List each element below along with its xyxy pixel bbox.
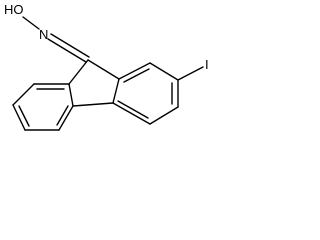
c-i-bond (177, 66, 204, 81)
left-ring-double-2 (18, 105, 30, 127)
c4a-c4b-bond (72, 102, 114, 107)
right-ring-bond-1 (118, 62, 151, 80)
chemical-structure-diagram: HO N I (4, 2, 209, 131)
right-ring-bond-5 (112, 102, 151, 125)
c9a-c4a-bond (68, 83, 74, 107)
right-ring-bond-2 (149, 62, 179, 81)
iodine-label: I (205, 57, 209, 72)
left-ring-bond-2 (12, 83, 35, 106)
left-ring-bond-3 (12, 104, 26, 131)
right-ring-double-3 (117, 100, 149, 119)
c9-c9a-bond (68, 59, 89, 85)
right-ring-double-1 (123, 68, 150, 83)
left-ring-bond-5 (58, 105, 74, 131)
oxime-nitrogen-label: N (39, 27, 48, 42)
c-n-double-bond-a (47, 38, 87, 63)
left-ring-double-3 (56, 105, 69, 126)
c9-c8a-bond (87, 59, 120, 80)
c8a-c4b-bond (112, 78, 120, 104)
right-ring-bond-4 (149, 106, 179, 125)
o-n-bond (22, 16, 40, 30)
hydroxyl-label: HO (4, 2, 24, 17)
c-n-double-bond-b (50, 33, 90, 58)
